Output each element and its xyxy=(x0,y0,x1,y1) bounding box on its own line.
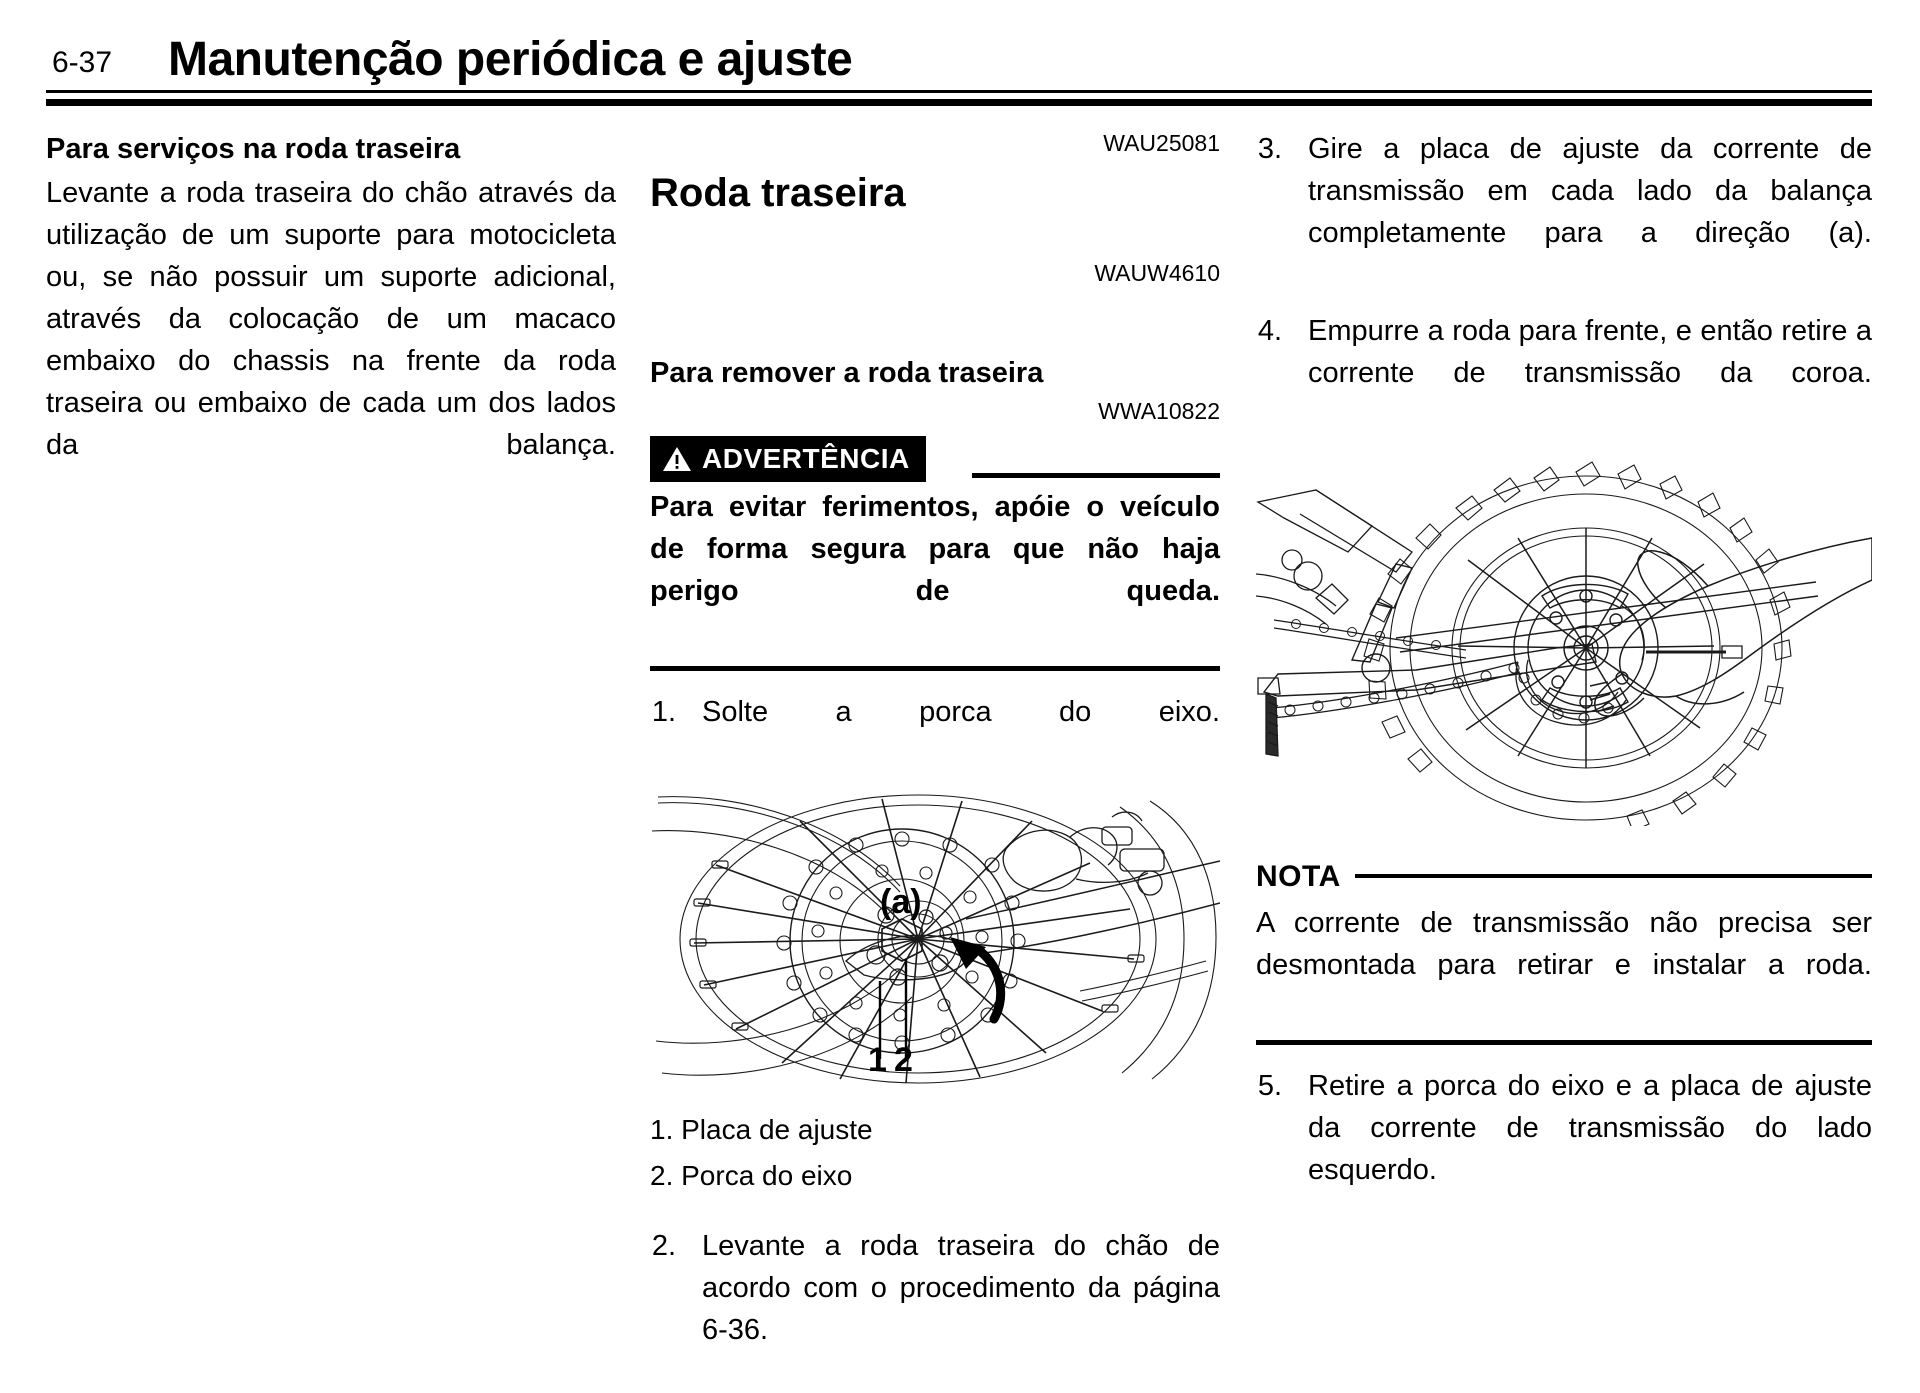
step-text: Empurre a roda para frente, e então reti… xyxy=(1308,315,1872,389)
header-divider-thick xyxy=(46,99,1872,106)
rear-wheel-illustration xyxy=(651,794,1220,1084)
page-header: 6-37 Manutenção periódica e ajuste xyxy=(0,0,1920,106)
rotation-arrow xyxy=(950,937,1006,1024)
doc-code-wau25081: WAU25081 xyxy=(1103,130,1220,156)
subheading-remover-roda-traseira: Para remover a roda traseira xyxy=(650,357,1044,389)
warning-text: Para evitar ferimentos, apóie o veículo … xyxy=(650,491,1220,607)
warning-rule xyxy=(972,473,1220,478)
nota-label: NOTA xyxy=(1256,860,1341,893)
nota-text: A corrente de transmissão não precisa se… xyxy=(1256,907,1872,981)
page-number: 6-37 xyxy=(52,46,113,79)
step-number: 3. xyxy=(1257,133,1282,165)
step-text: Retire a porca do eixo e a placa de ajus… xyxy=(1308,1070,1872,1186)
warning-bottom-rule xyxy=(650,666,1220,671)
page-title: Manutenção periódica e ajuste xyxy=(168,33,853,86)
steps-list-right-cont: 5. Retire a porca do eixo e a placa de a… xyxy=(1256,1065,1872,1233)
step-text: Gire a placa de ajuste da corrente de tr… xyxy=(1308,133,1872,249)
column-left: Para serviços na roda traseira Levante a… xyxy=(46,128,616,508)
step-item: 4. Empurre a roda para frente, e então r… xyxy=(1256,310,1872,436)
step-number: 4. xyxy=(1257,315,1282,347)
step-item: 2. Levante a roda traseira do chão de ac… xyxy=(650,1225,1220,1393)
figure-key-list: 1. Placa de ajuste 2. Porca do eixo xyxy=(650,1107,1220,1199)
header-divider-thin xyxy=(46,90,1872,93)
step-text: Solte a porca do eixo. xyxy=(702,696,1220,728)
figure-callout-a: (a) xyxy=(880,883,922,921)
doc-code-wauw4610: WAUW4610 xyxy=(1094,260,1220,286)
step-number: 1. xyxy=(651,696,676,728)
step-item: 1. Solte a porca do eixo. xyxy=(650,691,1220,775)
figure-callout-1: 1 xyxy=(868,1041,887,1079)
column-middle: WAU25081 Roda traseira WAUW4610 Para rem… xyxy=(650,128,1220,1393)
step-item: 5. Retire a porca do eixo e a placa de a… xyxy=(1256,1065,1872,1233)
doc-code-wwa10822: WWA10822 xyxy=(1098,398,1220,424)
section-heading-rear-wheel-service: Para serviços na roda traseira xyxy=(46,133,461,165)
warning-badge: ADVERTÊNCIA xyxy=(650,436,926,482)
steps-list-middle: 1. Solte a porca do eixo. xyxy=(650,691,1220,775)
warning-label: ADVERTÊNCIA xyxy=(702,443,910,474)
figure-chain-removal xyxy=(1256,456,1872,826)
step-text: Levante a roda traseira do chão de acord… xyxy=(702,1230,1220,1346)
column-right: 3. Gire a placa de ajuste da corrente de… xyxy=(1256,128,1872,1233)
step-number: 5. xyxy=(1257,1070,1282,1102)
steps-list-right: 3. Gire a placa de ajuste da corrente de… xyxy=(1256,128,1872,436)
figure-key-item: 1. Placa de ajuste xyxy=(650,1114,873,1145)
steps-list-middle-cont: 2. Levante a roda traseira do chão de ac… xyxy=(650,1225,1220,1393)
figure-key-item: 2. Porca do eixo xyxy=(650,1160,853,1191)
step-item: 3. Gire a placa de ajuste da corrente de… xyxy=(1256,128,1872,296)
warning-header-row: ADVERTÊNCIA xyxy=(650,436,1220,482)
nota-rule xyxy=(1354,874,1872,878)
figure-callout-2: 2 xyxy=(894,1041,913,1079)
paragraph-rear-wheel-service: Levante a roda traseira do chão através … xyxy=(46,177,616,461)
heading-roda-traseira: Roda traseira xyxy=(650,171,906,215)
nota-bottom-rule xyxy=(1256,1040,1872,1045)
nota-header: NOTA xyxy=(1256,856,1872,898)
figure-rear-wheel-axle-nut: (a) 1 2 xyxy=(650,791,1220,1091)
step-number: 2. xyxy=(651,1230,676,1262)
chain-removal-illustration xyxy=(1256,461,1872,826)
warning-triangle-icon xyxy=(663,447,691,471)
